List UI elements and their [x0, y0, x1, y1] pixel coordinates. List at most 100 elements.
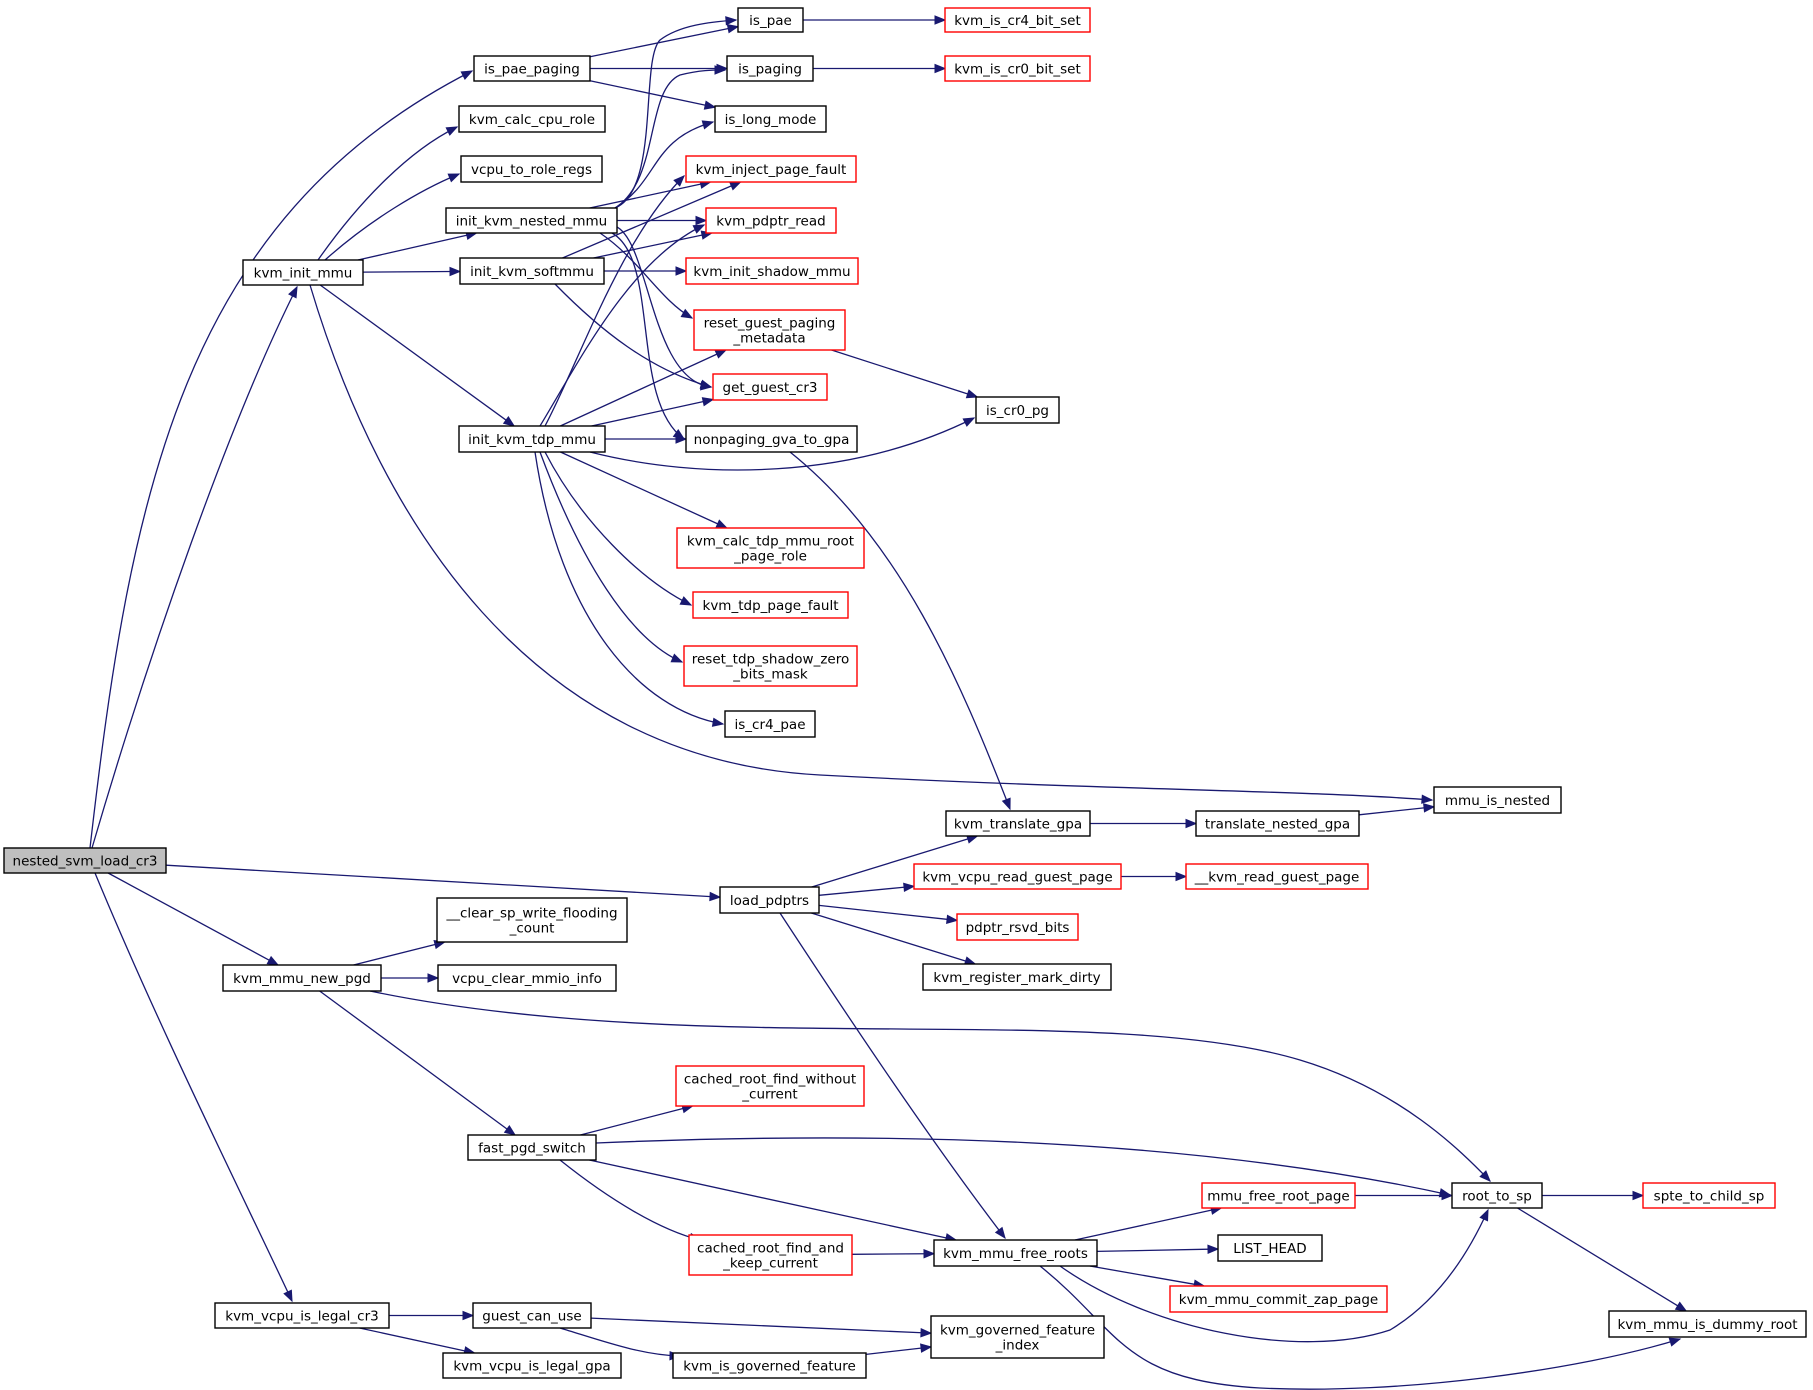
- node-kvm-is-cr0-bit-set[interactable]: kvm_is_cr0_bit_set: [944, 55, 1091, 82]
- node-label: kvm_init_shadow_mmu: [693, 264, 850, 280]
- edge-kvm_translate_gpa-to-translate_nested_gpa: [1090, 818, 1198, 829]
- node-get-guest-cr3[interactable]: get_guest_cr3: [712, 373, 828, 401]
- node-kvm-vcpu-read-guest-page[interactable]: kvm_vcpu_read_guest_page: [913, 863, 1122, 890]
- node-fast-pgd-switch[interactable]: fast_pgd_switch: [467, 1134, 597, 1161]
- node-root-to-sp[interactable]: root_to_sp: [1451, 1182, 1543, 1209]
- edge-root_to_sp-to-kvm_mmu_is_dummy_root: [1517, 1207, 1688, 1312]
- node-label: kvm_is_cr4_bit_set: [954, 13, 1081, 29]
- node-vcpu-clear-mmio-info[interactable]: vcpu_clear_mmio_info: [437, 964, 617, 992]
- node-label: kvm_calc_cpu_role: [469, 112, 595, 128]
- node-label: _metadata: [732, 331, 805, 347]
- edge-kvm_mmu_new_pgd-to-vcpu_clear_mmio_info: [381, 973, 440, 983]
- edge-kvm_init_mmu-to-mmu_is_nested: [309, 284, 1434, 804]
- node-label: kvm_vcpu_is_legal_gpa: [453, 1359, 610, 1375]
- node-pdptr-rsvd-bits[interactable]: pdptr_rsvd_bits: [956, 913, 1079, 941]
- node-load-pdptrs[interactable]: load_pdptrs: [719, 886, 820, 914]
- node-LIST-HEAD[interactable]: LIST_HEAD: [1217, 1234, 1323, 1262]
- node-label: kvm_register_mark_dirty: [933, 970, 1100, 986]
- node-mmu-is-nested[interactable]: mmu_is_nested: [1433, 786, 1562, 814]
- node-vcpu-to-role-regs[interactable]: vcpu_to_role_regs: [460, 155, 603, 183]
- edge-init_kvm_softmmu-to-kvm_init_shadow_mmu: [604, 266, 688, 276]
- node-kvm-tdp-page-fault[interactable]: kvm_tdp_page_fault: [692, 591, 849, 619]
- node-label: root_to_sp: [1462, 1189, 1532, 1205]
- node-kvm-governed-feature-index[interactable]: kvm_governed_feature_index: [930, 1315, 1105, 1359]
- node-kvm-calc-cpu-role[interactable]: kvm_calc_cpu_role: [458, 105, 606, 133]
- edge-kvm_mmu_new_pgd-to-clear_sp_write_flooding_count: [353, 939, 447, 966]
- node-is-pae[interactable]: is_pae: [737, 7, 804, 33]
- node-kvm-mmu-commit-zap-page[interactable]: kvm_mmu_commit_zap_page: [1169, 1285, 1388, 1313]
- edge-load_pdptrs-to-kvm_vcpu_read_guest_page: [818, 882, 916, 896]
- edge-cached_root_find_and_keep_current-to-kvm_mmu_free_roots: [851, 1249, 936, 1259]
- edge-kvm_init_mmu-to-vcpu_to_role_regs: [324, 173, 461, 261]
- node-kvm-calc-tdp-mmu-root-page-role[interactable]: kvm_calc_tdp_mmu_root_page_role: [676, 527, 865, 569]
- node-label: mmu_is_nested: [1445, 793, 1550, 809]
- node-is-long-mode[interactable]: is_long_mode: [714, 105, 827, 133]
- node-is-cr0-pg[interactable]: is_cr0_pg: [975, 396, 1060, 424]
- edge-is_pae_paging-to-is_long_mode: [589, 80, 717, 110]
- call-edges: [89, 15, 1688, 1390]
- edge-init_kvm_nested_mmu-to-kvm_inject_page_fault: [589, 179, 712, 209]
- edge-root_to_sp-to-spte_to_child_sp: [1542, 1190, 1645, 1201]
- node-label: kvm_vcpu_is_legal_cr3: [225, 1309, 379, 1325]
- node-label: kvm_pdptr_read: [716, 214, 825, 230]
- node-init-kvm-softmmu[interactable]: init_kvm_softmmu: [459, 257, 605, 285]
- node-kvm-mmu-is-dummy-root[interactable]: kvm_mmu_is_dummy_root: [1608, 1310, 1807, 1338]
- edge-load_pdptrs-to-kvm_mmu_free_roots: [779, 912, 1006, 1240]
- node-label: is_cr4_pae: [735, 717, 806, 733]
- node-label: load_pdptrs: [730, 893, 809, 909]
- node-label: LIST_HEAD: [1233, 1241, 1306, 1257]
- node-reset-tdp-shadow-zero-bits-mask[interactable]: reset_tdp_shadow_zero_bits_mask: [683, 645, 858, 687]
- node-is-paging[interactable]: is_paging: [726, 55, 814, 82]
- node-kvm-translate-gpa[interactable]: kvm_translate_gpa: [945, 810, 1091, 837]
- edge-init_kvm_nested_mmu-to-reset_guest_paging_metadata: [599, 232, 694, 319]
- node-kvm-is-governed-feature[interactable]: kvm_is_governed_feature: [672, 1352, 867, 1379]
- node-is-cr4-pae[interactable]: is_cr4_pae: [724, 710, 816, 738]
- edge-guest_can_use-to-kvm_governed_feature_index: [590, 1317, 933, 1338]
- edge-kvm_mmu_free_roots-to-kvm_mmu_is_dummy_root: [1039, 1265, 1682, 1390]
- node-guest-can-use[interactable]: guest_can_use: [472, 1302, 592, 1329]
- node-kvm-mmu-free-roots[interactable]: kvm_mmu_free_roots: [933, 1239, 1098, 1267]
- node-kvm-mmu-new-pgd[interactable]: kvm_mmu_new_pgd: [222, 964, 382, 992]
- edge-init_kvm_tdp_mmu-to-get_guest_cr3: [591, 397, 715, 427]
- node-label: kvm_vcpu_read_guest_page: [922, 870, 1112, 886]
- edge-kvm_vcpu_read_guest_page-to-kvm_read_guest_page: [1121, 871, 1188, 882]
- node-cached-root-find-and-keep-current[interactable]: cached_root_find_and_keep_current: [688, 1234, 853, 1276]
- node-kvm-init-mmu[interactable]: kvm_init_mmu: [242, 259, 364, 286]
- node-kvm-pdptr-read[interactable]: kvm_pdptr_read: [705, 207, 837, 234]
- node-label: kvm_mmu_commit_zap_page: [1179, 1292, 1379, 1308]
- node-kvm-inject-page-fault[interactable]: kvm_inject_page_fault: [685, 155, 857, 183]
- node-clear-sp-write-flooding-count[interactable]: __clear_sp_write_flooding_count: [436, 897, 628, 943]
- edge-kvm_vcpu_is_legal_cr3-to-kvm_vcpu_is_legal_gpa: [359, 1327, 476, 1356]
- edge-init_kvm_softmmu-to-get_guest_cr3: [554, 283, 713, 389]
- node-mmu-free-root-page[interactable]: mmu_free_root_page: [1201, 1182, 1356, 1209]
- node-kvm-read-guest-page[interactable]: __kvm_read_guest_page: [1185, 863, 1369, 890]
- node-cached-root-find-without-current[interactable]: cached_root_find_without_current: [675, 1065, 865, 1107]
- node-kvm-is-cr4-bit-set[interactable]: kvm_is_cr4_bit_set: [944, 7, 1091, 33]
- edge-kvm_mmu_new_pgd-to-fast_pgd_switch: [319, 990, 517, 1136]
- node-is-pae-paging[interactable]: is_pae_paging: [473, 55, 591, 82]
- node-label: pdptr_rsvd_bits: [966, 920, 1070, 936]
- node-label: _index: [995, 1338, 1040, 1354]
- edge-init_kvm_tdp_mmu-to-nonpaging_gva_to_gpa: [605, 434, 688, 444]
- node-nested-svm-load-cr3[interactable]: nested_svm_load_cr3: [3, 847, 167, 874]
- node-label: vcpu_clear_mmio_info: [452, 971, 602, 987]
- edge-init_kvm_tdp_mmu-to-is_cr4_pae: [534, 451, 725, 727]
- edge-load_pdptrs-to-pdptr_rsvd_bits: [818, 904, 959, 924]
- node-nonpaging-gva-to-gpa[interactable]: nonpaging_gva_to_gpa: [685, 425, 858, 453]
- node-spte-to-child-sp[interactable]: spte_to_child_sp: [1642, 1182, 1776, 1209]
- node-init-kvm-tdp-mmu[interactable]: init_kvm_tdp_mmu: [458, 425, 606, 453]
- node-kvm-vcpu-is-legal-cr3[interactable]: kvm_vcpu_is_legal_cr3: [214, 1302, 390, 1329]
- node-kvm-register-mark-dirty[interactable]: kvm_register_mark_dirty: [922, 963, 1112, 991]
- node-label: init_kvm_softmmu: [470, 264, 594, 280]
- node-label: fast_pgd_switch: [478, 1141, 586, 1157]
- edge-reset_guest_paging_metadata-to-is_cr0_pg: [831, 349, 979, 399]
- edge-translate_nested_gpa-to-mmu_is_nested: [1358, 803, 1436, 816]
- edge-init_kvm_tdp_mmu-to-kvm_inject_page_fault: [544, 175, 685, 427]
- node-kvm-init-shadow-mmu[interactable]: kvm_init_shadow_mmu: [685, 257, 859, 285]
- node-kvm-vcpu-is-legal-gpa[interactable]: kvm_vcpu_is_legal_gpa: [442, 1352, 622, 1379]
- node-translate-nested-gpa[interactable]: translate_nested_gpa: [1195, 810, 1360, 837]
- node-init-kvm-nested-mmu[interactable]: init_kvm_nested_mmu: [445, 207, 618, 234]
- node-label: kvm_inject_page_fault: [696, 162, 847, 178]
- node-reset-guest-paging-metadata[interactable]: reset_guest_paging_metadata: [693, 309, 846, 351]
